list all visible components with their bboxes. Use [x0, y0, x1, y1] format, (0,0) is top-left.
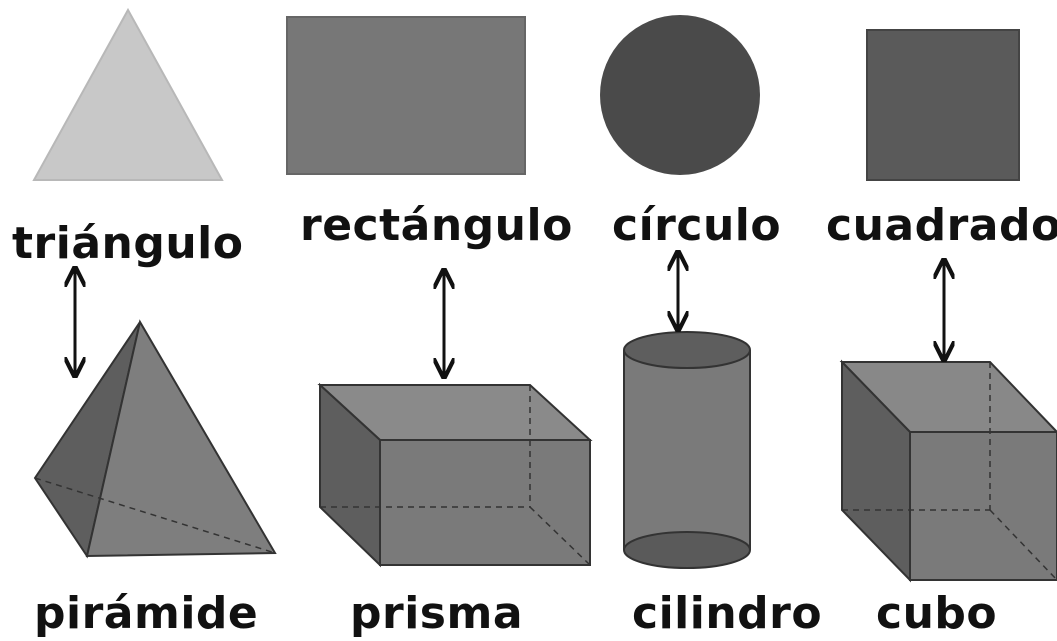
label-pyramid: pirámide [34, 588, 259, 639]
rectangle-shape [286, 16, 526, 175]
label-rectangle: rectángulo [300, 200, 573, 251]
cylinder-solid [623, 331, 751, 569]
circle-shape [600, 15, 760, 175]
square-shape [866, 29, 1020, 181]
label-cylinder: cilindro [632, 588, 823, 639]
label-circle: círculo [612, 200, 782, 251]
prism-solid [317, 382, 593, 568]
cube-solid [839, 359, 1057, 583]
label-triangle: triángulo [12, 218, 244, 269]
label-prism: prisma [350, 588, 524, 639]
label-square: cuadrado [826, 200, 1057, 251]
label-cube: cubo [876, 588, 998, 639]
triangle-shape [32, 7, 224, 181]
pyramid-solid [33, 319, 277, 559]
